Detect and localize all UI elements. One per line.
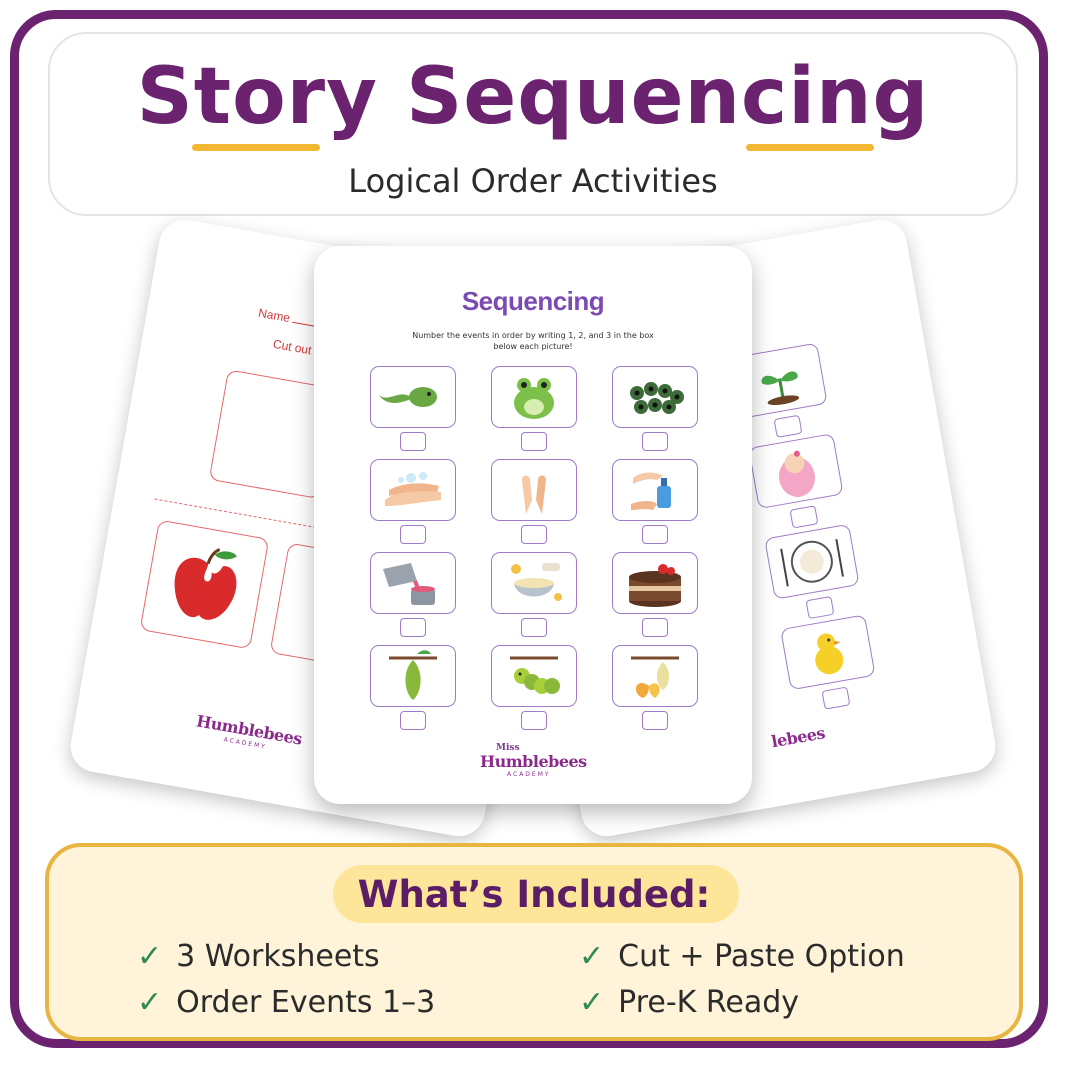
picture-card-sprout	[732, 342, 828, 419]
worksheet-main: Sequencing Number the events in order by…	[314, 246, 752, 804]
clapping-hands-icon	[522, 475, 546, 514]
picture-card-butterfly	[612, 645, 698, 707]
logo-academy: ACADEMY	[507, 771, 551, 778]
picture-card-washing-hands	[370, 459, 456, 521]
picture-card-baby	[748, 433, 844, 510]
right-logo: lebees	[769, 723, 827, 752]
answer-box[interactable]	[400, 525, 426, 544]
picture-card-clapping-hands	[491, 459, 577, 521]
answer-box[interactable]	[805, 595, 835, 620]
check-icon: ✓	[579, 939, 605, 974]
chick-icon	[815, 633, 844, 675]
included-item-1: ✓3 Worksheets	[137, 939, 380, 974]
logo-miss: Miss	[496, 743, 520, 753]
mixing-bowl-icon	[511, 563, 562, 601]
answer-box[interactable]	[521, 432, 547, 451]
picture-card-chick	[780, 614, 876, 691]
answer-box[interactable]	[521, 618, 547, 637]
picture-card-frog	[491, 366, 577, 428]
answer-box[interactable]	[642, 618, 668, 637]
logo-main: Humblebees	[480, 752, 587, 771]
check-icon: ✓	[137, 939, 163, 974]
worksheet-right: box lebees	[488, 215, 1000, 841]
pouring-can-icon	[383, 563, 435, 605]
title-underline-right	[746, 144, 874, 151]
worksheet-title: Sequencing	[461, 286, 605, 316]
picture-card-pouring-can	[370, 552, 456, 614]
plate-icon	[780, 538, 844, 587]
picture-card-frog-eggs	[612, 366, 698, 428]
washing-hands-icon	[385, 472, 441, 506]
chrysalis-icon	[389, 650, 437, 700]
answer-box[interactable]	[789, 505, 819, 529]
included-title-pill	[333, 865, 739, 923]
answer-box[interactable]	[642, 432, 668, 451]
included-item-2: ✓Cut + Paste Option	[579, 939, 905, 974]
included-item-3: ✓Order Events 1–3	[137, 985, 436, 1020]
picture-card-tadpole	[370, 366, 456, 428]
answer-box[interactable]	[400, 432, 426, 451]
worksheet-left: Name Cut out th Humblebees ACADEMY	[66, 215, 578, 841]
included-item-4: ✓Pre-K Ready	[579, 985, 800, 1020]
answer-box[interactable]	[521, 711, 547, 730]
answer-box[interactable]	[400, 711, 426, 730]
title-card	[48, 32, 1018, 216]
tadpole-icon	[379, 387, 437, 407]
butterfly-icon	[631, 656, 679, 698]
worksheet-instructions: Number the events in order by writing 1,…	[412, 331, 654, 351]
page-title: Story Sequencing	[136, 52, 930, 142]
title-underline-left	[192, 144, 320, 151]
picture-card-mixing-bowl	[491, 552, 577, 614]
answer-box[interactable]	[821, 686, 851, 710]
answer-box[interactable]	[773, 414, 803, 438]
picture-card-chrysalis	[370, 645, 456, 707]
soap-pump-icon	[631, 472, 671, 510]
answer-box[interactable]	[521, 525, 547, 544]
included-panel: What’s Included: ✓3 Worksheets ✓Cut + Pa…	[45, 843, 1023, 1041]
answer-box[interactable]	[642, 711, 668, 730]
included-title: What’s Included:	[357, 873, 711, 916]
cake-icon	[629, 564, 681, 607]
apple-icon	[174, 548, 237, 620]
sprout-icon	[761, 371, 800, 406]
check-icon: ✓	[579, 985, 605, 1020]
picture-card-caterpillar	[491, 645, 577, 707]
apple-card	[139, 519, 270, 650]
caterpillar-icon	[510, 656, 560, 694]
check-icon: ✓	[137, 985, 163, 1020]
picture-card-cake	[612, 552, 698, 614]
page-subtitle: Logical Order Activities	[348, 162, 718, 200]
answer-box[interactable]	[400, 618, 426, 637]
baby-icon	[778, 450, 816, 497]
frog-eggs-icon	[630, 382, 684, 414]
frog-icon	[514, 378, 554, 419]
answer-box[interactable]	[642, 525, 668, 544]
picture-card-plate	[764, 523, 860, 600]
picture-card-soap-pump	[612, 459, 698, 521]
